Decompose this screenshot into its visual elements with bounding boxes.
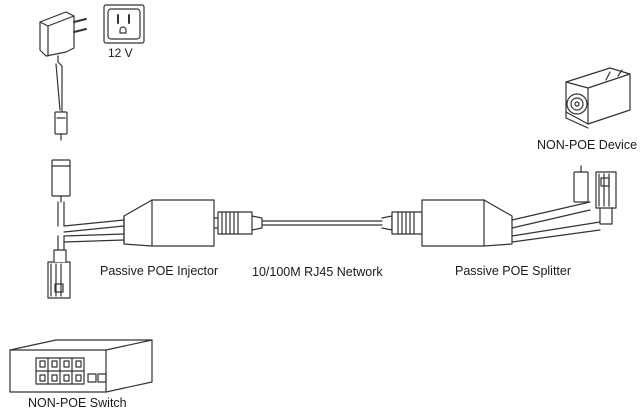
camera-icon bbox=[565, 67, 631, 129]
splitter-plugs bbox=[573, 165, 617, 225]
power-adapter-icon bbox=[39, 11, 87, 141]
splitter-body bbox=[421, 199, 601, 247]
switch-label: NON-POE Switch bbox=[28, 396, 127, 410]
device-label: NON-POE Device bbox=[537, 138, 638, 152]
wall-outlet-icon bbox=[103, 4, 145, 44]
injector-plugs bbox=[47, 159, 71, 299]
rj45-plug-right bbox=[381, 211, 423, 235]
network-switch-icon bbox=[9, 339, 153, 393]
splitter-label: Passive POE Splitter bbox=[455, 264, 572, 278]
injector-label: Passive POE Injector bbox=[100, 264, 219, 278]
voltage-label: 12 V bbox=[108, 46, 133, 60]
network-cable bbox=[261, 220, 383, 226]
network-label: 10/100M RJ45 Network bbox=[252, 265, 383, 279]
injector-body bbox=[63, 199, 223, 247]
rj45-plug-left bbox=[217, 211, 263, 235]
